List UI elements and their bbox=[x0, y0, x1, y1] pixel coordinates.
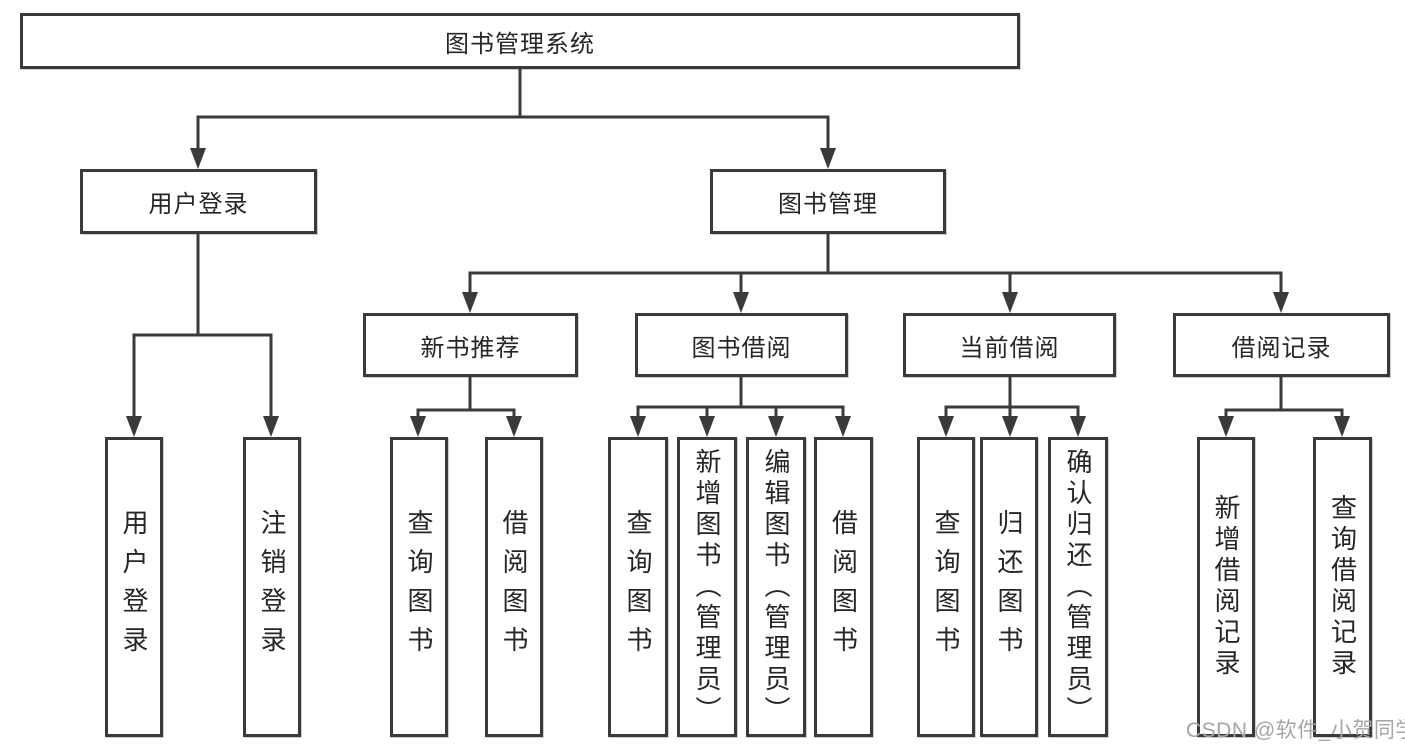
leaf-logout: 注销登录 bbox=[243, 437, 301, 737]
leaf-return-book: 归还图书 bbox=[980, 437, 1038, 737]
leaf-query-books-recommend: 查询图书 bbox=[390, 437, 448, 737]
node-book-borrowing: 图书借阅 bbox=[635, 313, 848, 377]
node-book-management: 图书管理 bbox=[710, 169, 946, 234]
node-library-management-system: 图书管理系统 bbox=[20, 13, 1020, 69]
leaf-edit-book-admin: 编辑图书（管理员） bbox=[746, 437, 806, 737]
leaf-query-books-borrowing: 查询图书 bbox=[608, 437, 668, 737]
leaf-confirm-return-admin: 确认归还（管理员） bbox=[1048, 437, 1108, 737]
leaf-user-login: 用户登录 bbox=[105, 437, 163, 737]
node-current-borrowing: 当前借阅 bbox=[903, 313, 1116, 377]
node-user-login: 用户登录 bbox=[80, 169, 317, 234]
leaf-add-borrow-record: 新增借阅记录 bbox=[1197, 437, 1255, 737]
leaf-query-books-current: 查询图书 bbox=[917, 437, 975, 737]
leaf-borrow-books-borrowing: 借阅图书 bbox=[814, 437, 873, 737]
node-borrowing-records: 借阅记录 bbox=[1173, 313, 1390, 377]
leaf-query-borrow-record: 查询借阅记录 bbox=[1313, 437, 1372, 737]
leaf-add-book-admin: 新增图书（管理员） bbox=[677, 437, 737, 737]
leaf-borrow-books-recommend: 借阅图书 bbox=[485, 437, 543, 737]
csdn-watermark: CSDN @软件_小贺同学 bbox=[1186, 719, 1405, 742]
node-new-book-recommend: 新书推荐 bbox=[363, 313, 578, 377]
